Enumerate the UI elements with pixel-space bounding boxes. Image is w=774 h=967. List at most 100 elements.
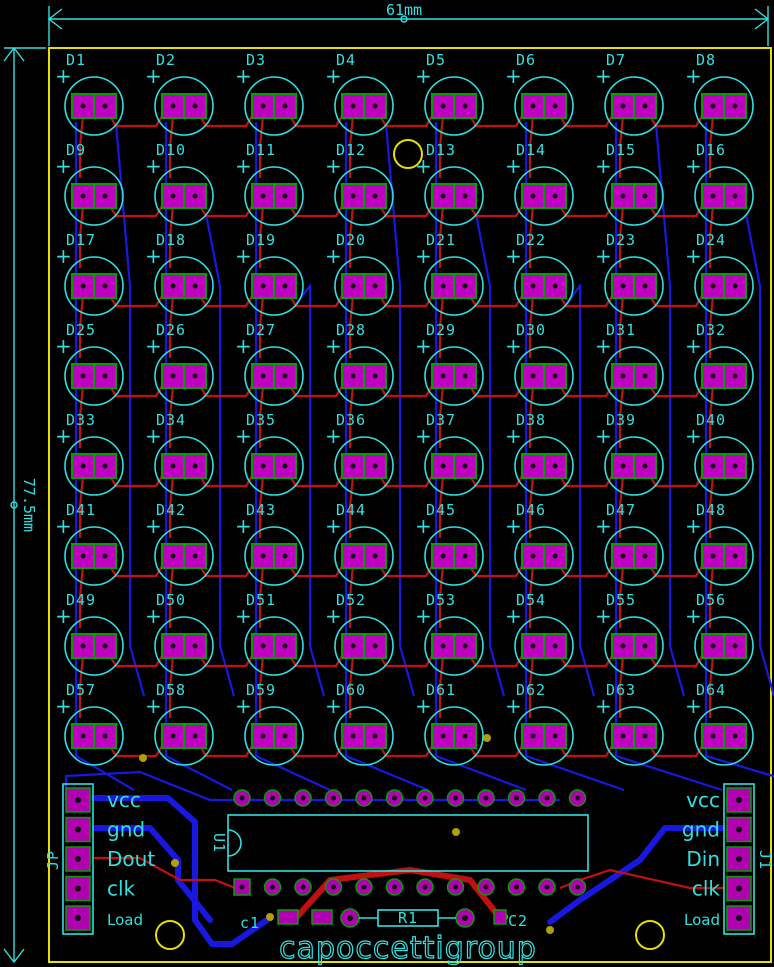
led-label: D17 [66, 231, 96, 249]
led: D50+ [145, 591, 214, 676]
led-label: D20 [336, 231, 366, 249]
polarity-mark: + [325, 64, 342, 88]
connector-pin [726, 787, 752, 813]
polarity-mark: + [325, 244, 342, 268]
polarity-mark: + [505, 64, 522, 88]
via [266, 913, 274, 921]
connector-pin-label: clk [692, 877, 721, 901]
led-label: D4 [336, 51, 356, 69]
height-dimension: 77.5mm [3, 46, 46, 964]
polarity-mark: + [505, 244, 522, 268]
polarity-mark: + [55, 154, 72, 178]
led: D55+ [595, 591, 664, 676]
polarity-mark: + [325, 604, 342, 628]
led: D49+ [55, 591, 124, 676]
led: D25+ [55, 321, 124, 406]
led-label: D19 [246, 231, 276, 249]
led-label: D34 [156, 411, 186, 429]
polarity-mark: + [235, 334, 252, 358]
polarity-mark: + [235, 424, 252, 448]
polarity-mark: + [505, 154, 522, 178]
polarity-mark: + [55, 334, 72, 358]
led-label: D7 [606, 51, 626, 69]
polarity-mark: + [505, 334, 522, 358]
led: D46+ [505, 501, 574, 586]
polarity-mark: + [685, 694, 702, 718]
c1-label: c1 [240, 914, 260, 932]
polarity-mark: + [595, 64, 612, 88]
width-label: 61mm [386, 1, 422, 19]
led-label: D38 [516, 411, 546, 429]
connector-pin-label: gnd [682, 818, 720, 842]
led-label: D16 [696, 141, 726, 159]
connector-pin-label: gnd [107, 818, 145, 842]
led: D54+ [505, 591, 574, 676]
polarity-mark: + [55, 514, 72, 538]
led-label: D2 [156, 51, 176, 69]
led-label: D5 [426, 51, 446, 69]
mounting-hole-top [393, 139, 423, 169]
led-label: D52 [336, 591, 366, 609]
led: D45+ [415, 501, 484, 586]
polarity-mark: + [505, 514, 522, 538]
led-label: D59 [246, 681, 276, 699]
led-label: D21 [426, 231, 456, 249]
led-label: D31 [606, 321, 636, 339]
polarity-mark: + [325, 154, 342, 178]
led: D17+ [55, 231, 124, 316]
polarity-mark: + [415, 604, 432, 628]
connector-pin-label: vcc [686, 788, 720, 812]
polarity-mark: + [595, 424, 612, 448]
width-dimension: 61mm [47, 1, 770, 46]
polarity-mark: + [505, 694, 522, 718]
led-label: D28 [336, 321, 366, 339]
via [546, 926, 554, 934]
polarity-mark: + [505, 424, 522, 448]
led: D64+ [685, 681, 754, 766]
polarity-mark: + [235, 64, 252, 88]
led: D3+ [235, 51, 304, 136]
led: D2+ [145, 51, 214, 136]
led: D10+ [145, 141, 214, 226]
led: D39+ [595, 411, 664, 496]
led: D16+ [685, 141, 754, 226]
polarity-mark: + [415, 244, 432, 268]
led-label: D33 [66, 411, 96, 429]
led-label: D3 [246, 51, 266, 69]
polarity-mark: + [235, 694, 252, 718]
polarity-mark: + [685, 244, 702, 268]
led: D48+ [685, 501, 754, 586]
polarity-mark: + [415, 154, 432, 178]
led-label: D12 [336, 141, 366, 159]
capacitor-c1: c1 [240, 909, 333, 932]
polarity-mark: + [145, 694, 162, 718]
polarity-mark: + [685, 514, 702, 538]
via [483, 734, 491, 742]
led-label: D39 [606, 411, 636, 429]
led-label: D30 [516, 321, 546, 339]
led: D6+ [505, 51, 574, 136]
led-label: D36 [336, 411, 366, 429]
led: D9+ [55, 141, 124, 226]
led: D62+ [505, 681, 574, 766]
polarity-mark: + [145, 514, 162, 538]
led: D56+ [685, 591, 754, 676]
led: D27+ [235, 321, 304, 406]
led-label: D53 [426, 591, 456, 609]
board-outline [48, 47, 772, 963]
led-label: D10 [156, 141, 186, 159]
led-label: D32 [696, 321, 726, 339]
polarity-mark: + [415, 334, 432, 358]
led-label: D57 [66, 681, 96, 699]
led: D5+ [415, 51, 484, 136]
led-label: D43 [246, 501, 276, 519]
led: D18+ [145, 231, 214, 316]
polarity-mark: + [235, 154, 252, 178]
led-label: D25 [66, 321, 96, 339]
led-label: D41 [66, 501, 96, 519]
led: D7+ [595, 51, 664, 136]
polarity-mark: + [415, 694, 432, 718]
led: D41+ [55, 501, 124, 586]
connector-left-ref: JP [44, 850, 62, 870]
